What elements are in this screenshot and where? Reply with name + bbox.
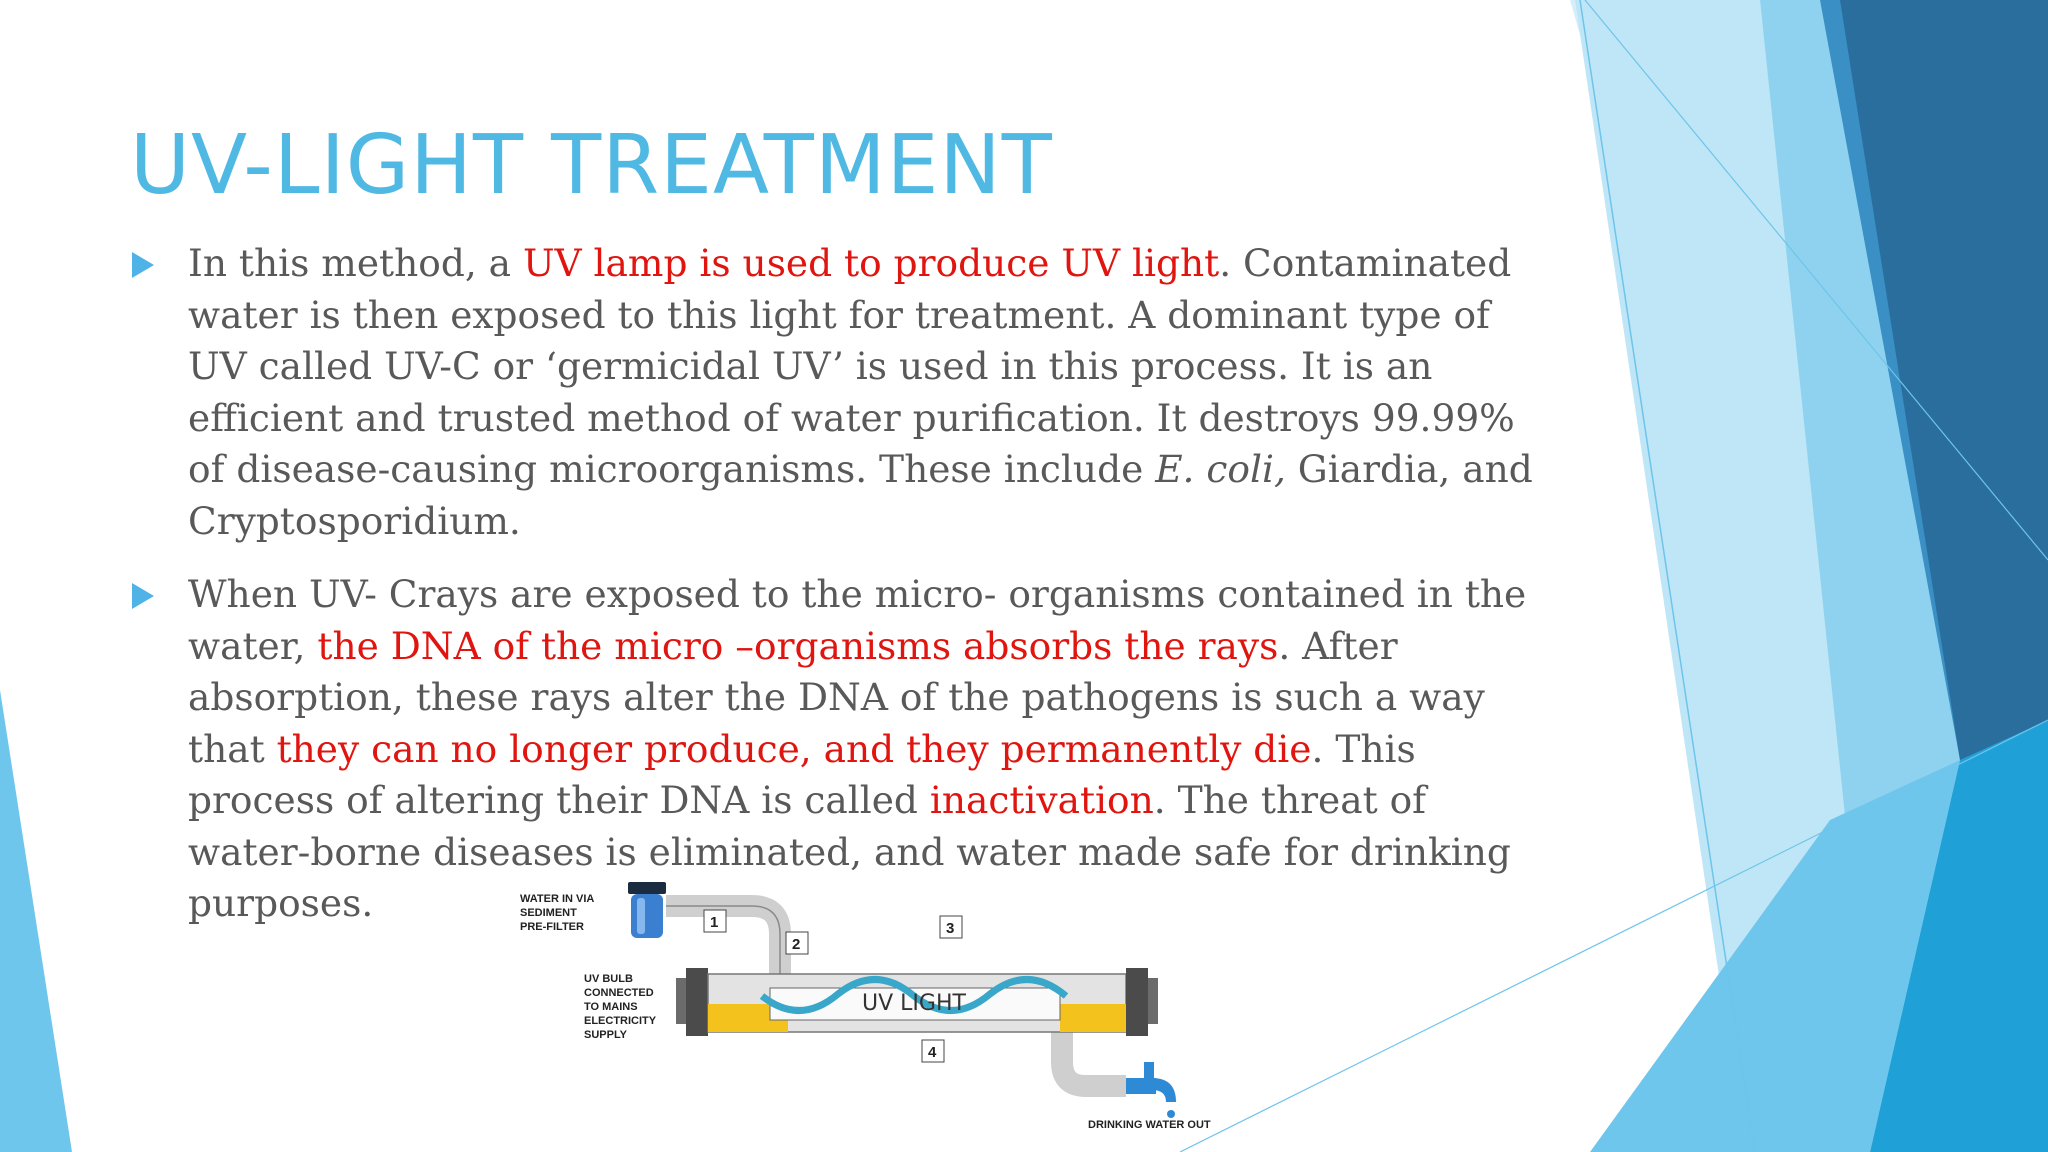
deco-line-2 [1584,0,2048,561]
bullet-marker-icon [132,583,154,609]
body-text: Giardia, and Cryptosporidium. [188,447,1533,543]
water-tap [1126,1062,1176,1118]
body-text: . After absorption, these rays alter the… [188,623,1485,771]
bullet-item: When UV- Crays are exposed to the micro-… [130,569,1550,930]
highlighted-text: the DNA of the micro –organisms absorbs … [317,623,1279,668]
step-3: 3 [939,915,963,939]
step-4: 4 [921,1039,945,1063]
highlighted-text: they can no longer produce, and they per… [276,726,1312,771]
svg-text:4: 4 [928,1044,937,1061]
deco-line-1 [1579,0,1756,1152]
deco-bright-lower [1870,720,2048,1152]
deco-bottom-left [0,690,72,1152]
bullet-item: In this method, a UV lamp is used to pro… [130,238,1550,547]
deco-light-lower [1590,760,1960,1152]
highlighted-text: UV lamp is used to produce UV light [522,241,1220,285]
body-text: . The threat of water-borne diseases is … [188,778,1511,925]
svg-text:3: 3 [946,920,954,937]
bullet-marker-icon [132,252,154,278]
slide-title: UV-LIGHT TREATMENT [130,118,1053,213]
step-2: 2 [785,931,809,955]
svg-text:2: 2 [792,936,800,953]
bullet-list: In this method, a UV lamp is used to pro… [130,238,1550,930]
body-text: . This process of altering their DNA is … [188,726,1416,823]
deco-line-3 [1179,719,2048,1152]
outlet-pipe [1051,1026,1126,1097]
uv-chamber: UV LIGHT [676,968,1158,1036]
highlighted-text: inactivation [929,778,1154,822]
body-text: . Contaminated water is then exposed to … [188,241,1515,491]
body-text: When UV- Crays are exposed to the micro-… [188,572,1527,668]
svg-text:1: 1 [710,914,718,931]
drinking-water-out-label: DRINKING WATER OUT [1088,1119,1211,1131]
sediment-prefilter [628,882,666,938]
uv-light-text: UV LIGHT [862,991,966,1016]
step-1: 1 [703,909,727,933]
body-text: In this method, a [188,241,523,285]
body-text: E. coli, [1155,447,1286,491]
